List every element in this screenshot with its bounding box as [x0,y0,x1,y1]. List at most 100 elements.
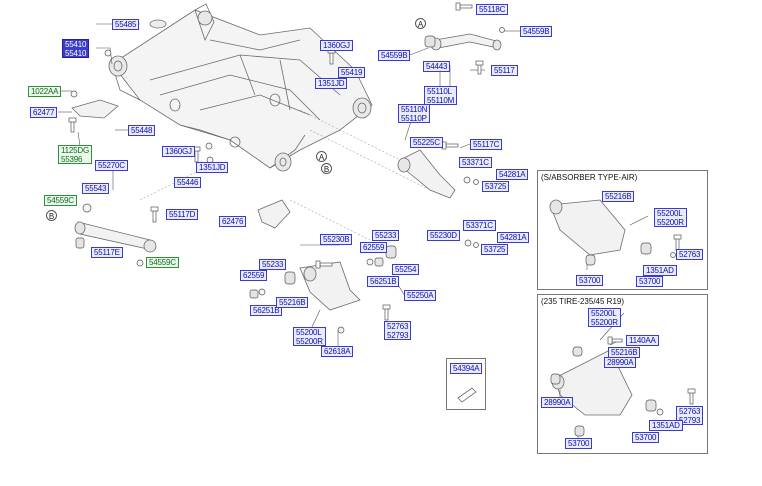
part-label-55117[interactable]: 55117 [491,65,518,76]
part-label-1125DG-line: 1125DG [61,146,90,155]
part-label-55110N-line: 55110N [401,105,428,114]
part-label-1351AD[interactable]: 1351AD [649,420,683,431]
part-label-55485[interactable]: 55485 [112,19,140,30]
part-label-54559B[interactable]: 54559B [378,50,411,61]
part-label-55250A[interactable]: 55250A [404,290,437,301]
part-label-53700[interactable]: 53700 [636,276,664,287]
part-label-55216B[interactable]: 55216B [602,191,635,202]
part-label-55233[interactable]: 55233 [372,230,400,241]
part-label-28990A[interactable]: 28990A [541,397,574,408]
part-label-56251B[interactable]: 56251B [250,305,283,316]
part-label-62618A[interactable]: 62618A [321,346,354,357]
part-label-1125DG[interactable]: 1125DG 55396 [58,145,93,164]
lateral-arm-drawing [77,221,153,251]
part-label-1140AA[interactable]: 1140AA [626,335,659,346]
part-label-28990A[interactable]: 28990A [604,357,637,368]
clip-drawing [457,387,477,403]
part-label-62477[interactable]: 62477 [30,107,58,118]
part-label-55200R-line: 55200R [591,318,618,327]
part-label-55200LR[interactable]: 55200L 55200R [654,208,687,227]
part-label-54281A[interactable]: 54281A [496,169,529,180]
part-label-54559C[interactable]: 54559C [44,195,77,206]
bolt-icon [150,206,159,223]
tire-variant-panel [537,294,708,454]
bushing-icon [585,254,596,266]
part-label-1360GJ[interactable]: 1360GJ [320,40,353,51]
part-label-55233[interactable]: 55233 [259,259,287,270]
part-label-52763-line: 52763 [387,322,409,331]
part-label-52763[interactable]: 52763 [676,249,704,260]
part-label-54281A[interactable]: 54281A [497,232,530,243]
part-label-55230B[interactable]: 55230B [320,234,353,245]
part-label-53725[interactable]: 53725 [481,244,509,255]
part-label-54559C[interactable]: 54559C [146,257,179,268]
part-label-1351AD[interactable]: 1351AD [643,265,677,276]
part-label-55225C[interactable]: 55225C [410,137,443,148]
bolt-icon [68,117,77,133]
part-label-55270C[interactable]: 55270C [95,160,128,171]
part-label-62559[interactable]: 62559 [240,270,268,281]
bushing-icon [249,289,259,299]
part-label-55110L-line: 55110L [427,87,452,96]
nut-icon [337,326,345,334]
part-label-1022AA[interactable]: 1022AA [28,86,62,97]
part-label-53725[interactable]: 53725 [482,181,510,192]
nut-icon [70,90,78,98]
part-54394A-panel [446,358,486,410]
washer-icon [464,239,472,247]
part-label-55230D[interactable]: 55230D [427,230,460,241]
part-label-53371C[interactable]: 53371C [459,157,492,168]
part-label-55254[interactable]: 55254 [392,264,420,275]
part-label-52763-52793[interactable]: 52763 52793 [676,406,704,425]
part-label-55419[interactable]: 55419 [338,67,366,78]
part-label-55200LR[interactable]: 55200L 55200R [293,327,326,346]
washer-icon [82,203,92,213]
part-label-53700[interactable]: 53700 [576,275,604,286]
part-label-55216B[interactable]: 55216B [276,297,309,308]
nut-icon [670,252,676,258]
part-label-1351JD[interactable]: 1351JD [196,162,229,173]
part-label-55117D[interactable]: 55117D [166,209,199,220]
part-label-55117C[interactable]: 55117C [470,139,503,150]
part-label-55200LR[interactable]: 55200L 55200R [588,308,621,327]
bushing-icon [574,425,585,437]
part-label-55118C[interactable]: 55118C [476,4,509,15]
part-label-55117E[interactable]: 55117E [91,247,123,258]
bolt-icon [687,388,696,405]
assist-arm-drawing [399,149,456,199]
part-label-55200L-line: 55200L [296,328,322,337]
part-label-54559B[interactable]: 54559B [520,26,553,37]
part-label-62476[interactable]: 62476 [219,216,247,227]
part-label-56251B[interactable]: 56251B [367,276,400,287]
reference-lines [139,109,431,241]
part-label-53700[interactable]: 53700 [565,438,593,449]
part-label-52763-line: 52763 [679,407,701,416]
part-label-55110M-line: 55110M [427,96,455,105]
part-label-52763-52793[interactable]: 52763 52793 [384,321,412,340]
part-label-55446[interactable]: 55446 [174,177,202,188]
bushing-icon [385,245,397,259]
part-label-1360GJ[interactable]: 1360GJ [162,146,195,157]
part-label-55410-selected[interactable]: 55410 55410 [62,39,90,58]
part-label-55110LM[interactable]: 55110L 55110M [424,86,458,105]
part-label-55543[interactable]: 55543 [82,183,110,194]
nut-icon [205,142,213,150]
part-label-53371C[interactable]: 53371C [463,220,496,231]
part-label-53700[interactable]: 53700 [632,432,660,443]
bushing-icon [75,237,85,249]
part-label-1351JD[interactable]: 1351JD [315,78,348,89]
part-label-54443[interactable]: 54443 [423,61,451,72]
bushing-icon [645,399,657,412]
bolt-icon [475,60,484,75]
part-label-55110P-line: 55110P [401,114,427,123]
lower-arm-air-drawing [549,199,626,256]
part-label-55110NP[interactable]: 55110N 55110P [398,104,431,123]
part-label-62559[interactable]: 62559 [360,242,388,253]
bolt-icon [441,141,459,150]
bushing-icon [550,373,561,385]
part-label-54394A[interactable]: 54394A [450,363,483,374]
part-label-55448[interactable]: 55448 [128,125,156,136]
part-label-52793-line: 52793 [679,416,701,425]
part-label-55396-line: 55396 [61,155,83,164]
